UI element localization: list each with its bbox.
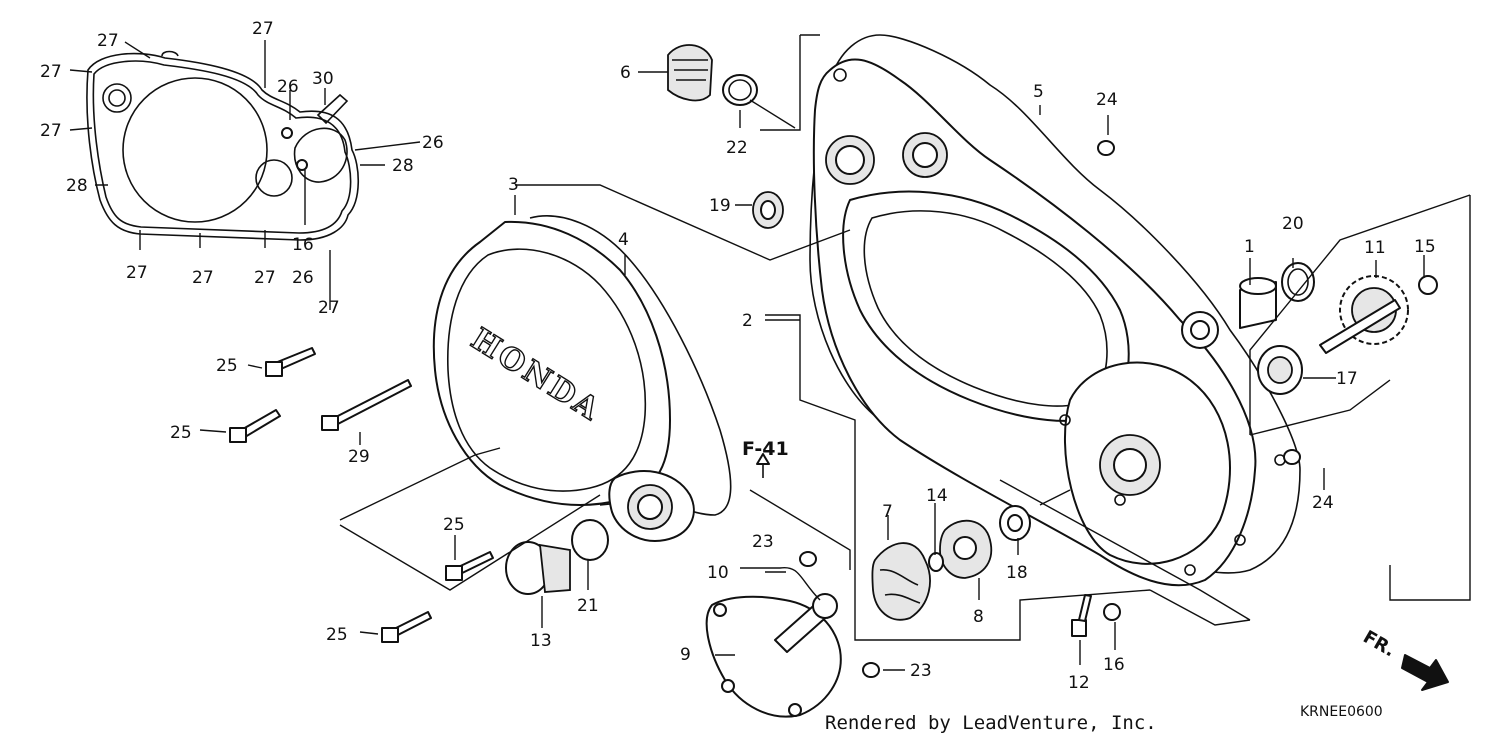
bearing-17: [1257, 345, 1303, 395]
bolts-25-29: [229, 347, 494, 643]
callout-26: 26: [292, 268, 314, 288]
reference-label: F-41: [742, 438, 789, 460]
callout-27: 27: [126, 263, 148, 283]
clutch-cover: HONDA: [432, 215, 732, 542]
callout-27: 27: [254, 268, 276, 288]
o-ring-21: [571, 519, 609, 561]
callout-5: 5: [1033, 82, 1044, 102]
callout-2: 2: [742, 311, 753, 331]
callout-6: 6: [620, 63, 631, 83]
callout-18: 18: [1006, 563, 1028, 583]
callout-26: 26: [277, 77, 299, 97]
dowel-23-b: [862, 662, 880, 678]
callout-26: 26: [422, 133, 444, 153]
callout-30: 30: [312, 69, 334, 89]
callout-8: 8: [973, 607, 984, 627]
callout-16: 16: [292, 235, 314, 255]
leader-lines: [69, 34, 1471, 671]
crankcase-cover-gasket: [86, 50, 360, 241]
callout-27: 27: [97, 31, 119, 51]
credit-text: Rendered by LeadVenture, Inc.: [825, 712, 1157, 734]
dowel-24-top: [1097, 140, 1115, 156]
water-pump-gear-shaft: [1319, 275, 1409, 354]
o-ring-20-inner: [1287, 268, 1309, 296]
o-ring-22: [722, 74, 758, 106]
callout-27: 27: [318, 298, 340, 318]
callout-24: 24: [1096, 90, 1118, 110]
callout-7: 7: [882, 502, 893, 522]
callout-22: 22: [726, 138, 748, 158]
oil-check-bolt-13: [505, 541, 571, 595]
callout-4: 4: [618, 230, 629, 250]
callout-17: 17: [1336, 369, 1358, 389]
water-pump-impeller: [871, 542, 931, 621]
o-ring-22-inner: [728, 79, 752, 101]
callout-15: 15: [1414, 237, 1436, 257]
o-ring-20: [1281, 262, 1315, 302]
callout-27: 27: [192, 268, 214, 288]
callout-27: 27: [252, 19, 274, 39]
reference-arrowhead: [756, 453, 770, 465]
callout-14: 14: [926, 486, 948, 506]
callout-25: 25: [443, 515, 465, 535]
callout-19: 19: [709, 196, 731, 216]
callout-1: 1: [1244, 237, 1255, 257]
callout-27: 27: [40, 121, 62, 141]
front-label: FR.: [1359, 626, 1398, 661]
callout-27: 27: [40, 62, 62, 82]
callout-28: 28: [66, 176, 88, 196]
callout-16: 16: [1103, 655, 1125, 675]
callout-20: 20: [1282, 214, 1304, 234]
callout-9: 9: [680, 645, 691, 665]
water-pump-housing: [928, 505, 1031, 579]
callout-3: 3: [508, 175, 519, 195]
callout-25: 25: [326, 625, 348, 645]
washer-16: [1103, 603, 1121, 621]
callout-23: 23: [910, 661, 932, 681]
callout-10: 10: [707, 563, 729, 583]
callout-11: 11: [1364, 238, 1386, 258]
callout-labels: 27 27 27 27 28 26 30 26 28 16 26 27 27 2…: [40, 19, 1436, 693]
right-crankcase-cover: [809, 34, 1301, 587]
dowel-23-a: [799, 551, 817, 567]
flange-bolt-12: [1071, 594, 1092, 637]
oil-filler-cap: [667, 44, 713, 102]
callout-24: 24: [1312, 493, 1334, 513]
collar-1: [1239, 277, 1277, 329]
callout-23: 23: [752, 532, 774, 552]
washer-15: [1418, 275, 1438, 295]
oil-seal-19-inner: [760, 200, 776, 220]
callout-12: 12: [1068, 673, 1090, 693]
dowel-24-right: [1283, 449, 1301, 465]
callout-25: 25: [216, 356, 238, 376]
callout-28: 28: [392, 156, 414, 176]
diagram-code: KRNEE0600: [1300, 704, 1383, 720]
callout-13: 13: [530, 631, 552, 651]
water-pump-cover: [705, 593, 842, 718]
callout-21: 21: [577, 596, 599, 616]
callout-29: 29: [348, 447, 370, 467]
front-direction-arrow: FR.: [1359, 626, 1449, 691]
callout-25: 25: [170, 423, 192, 443]
